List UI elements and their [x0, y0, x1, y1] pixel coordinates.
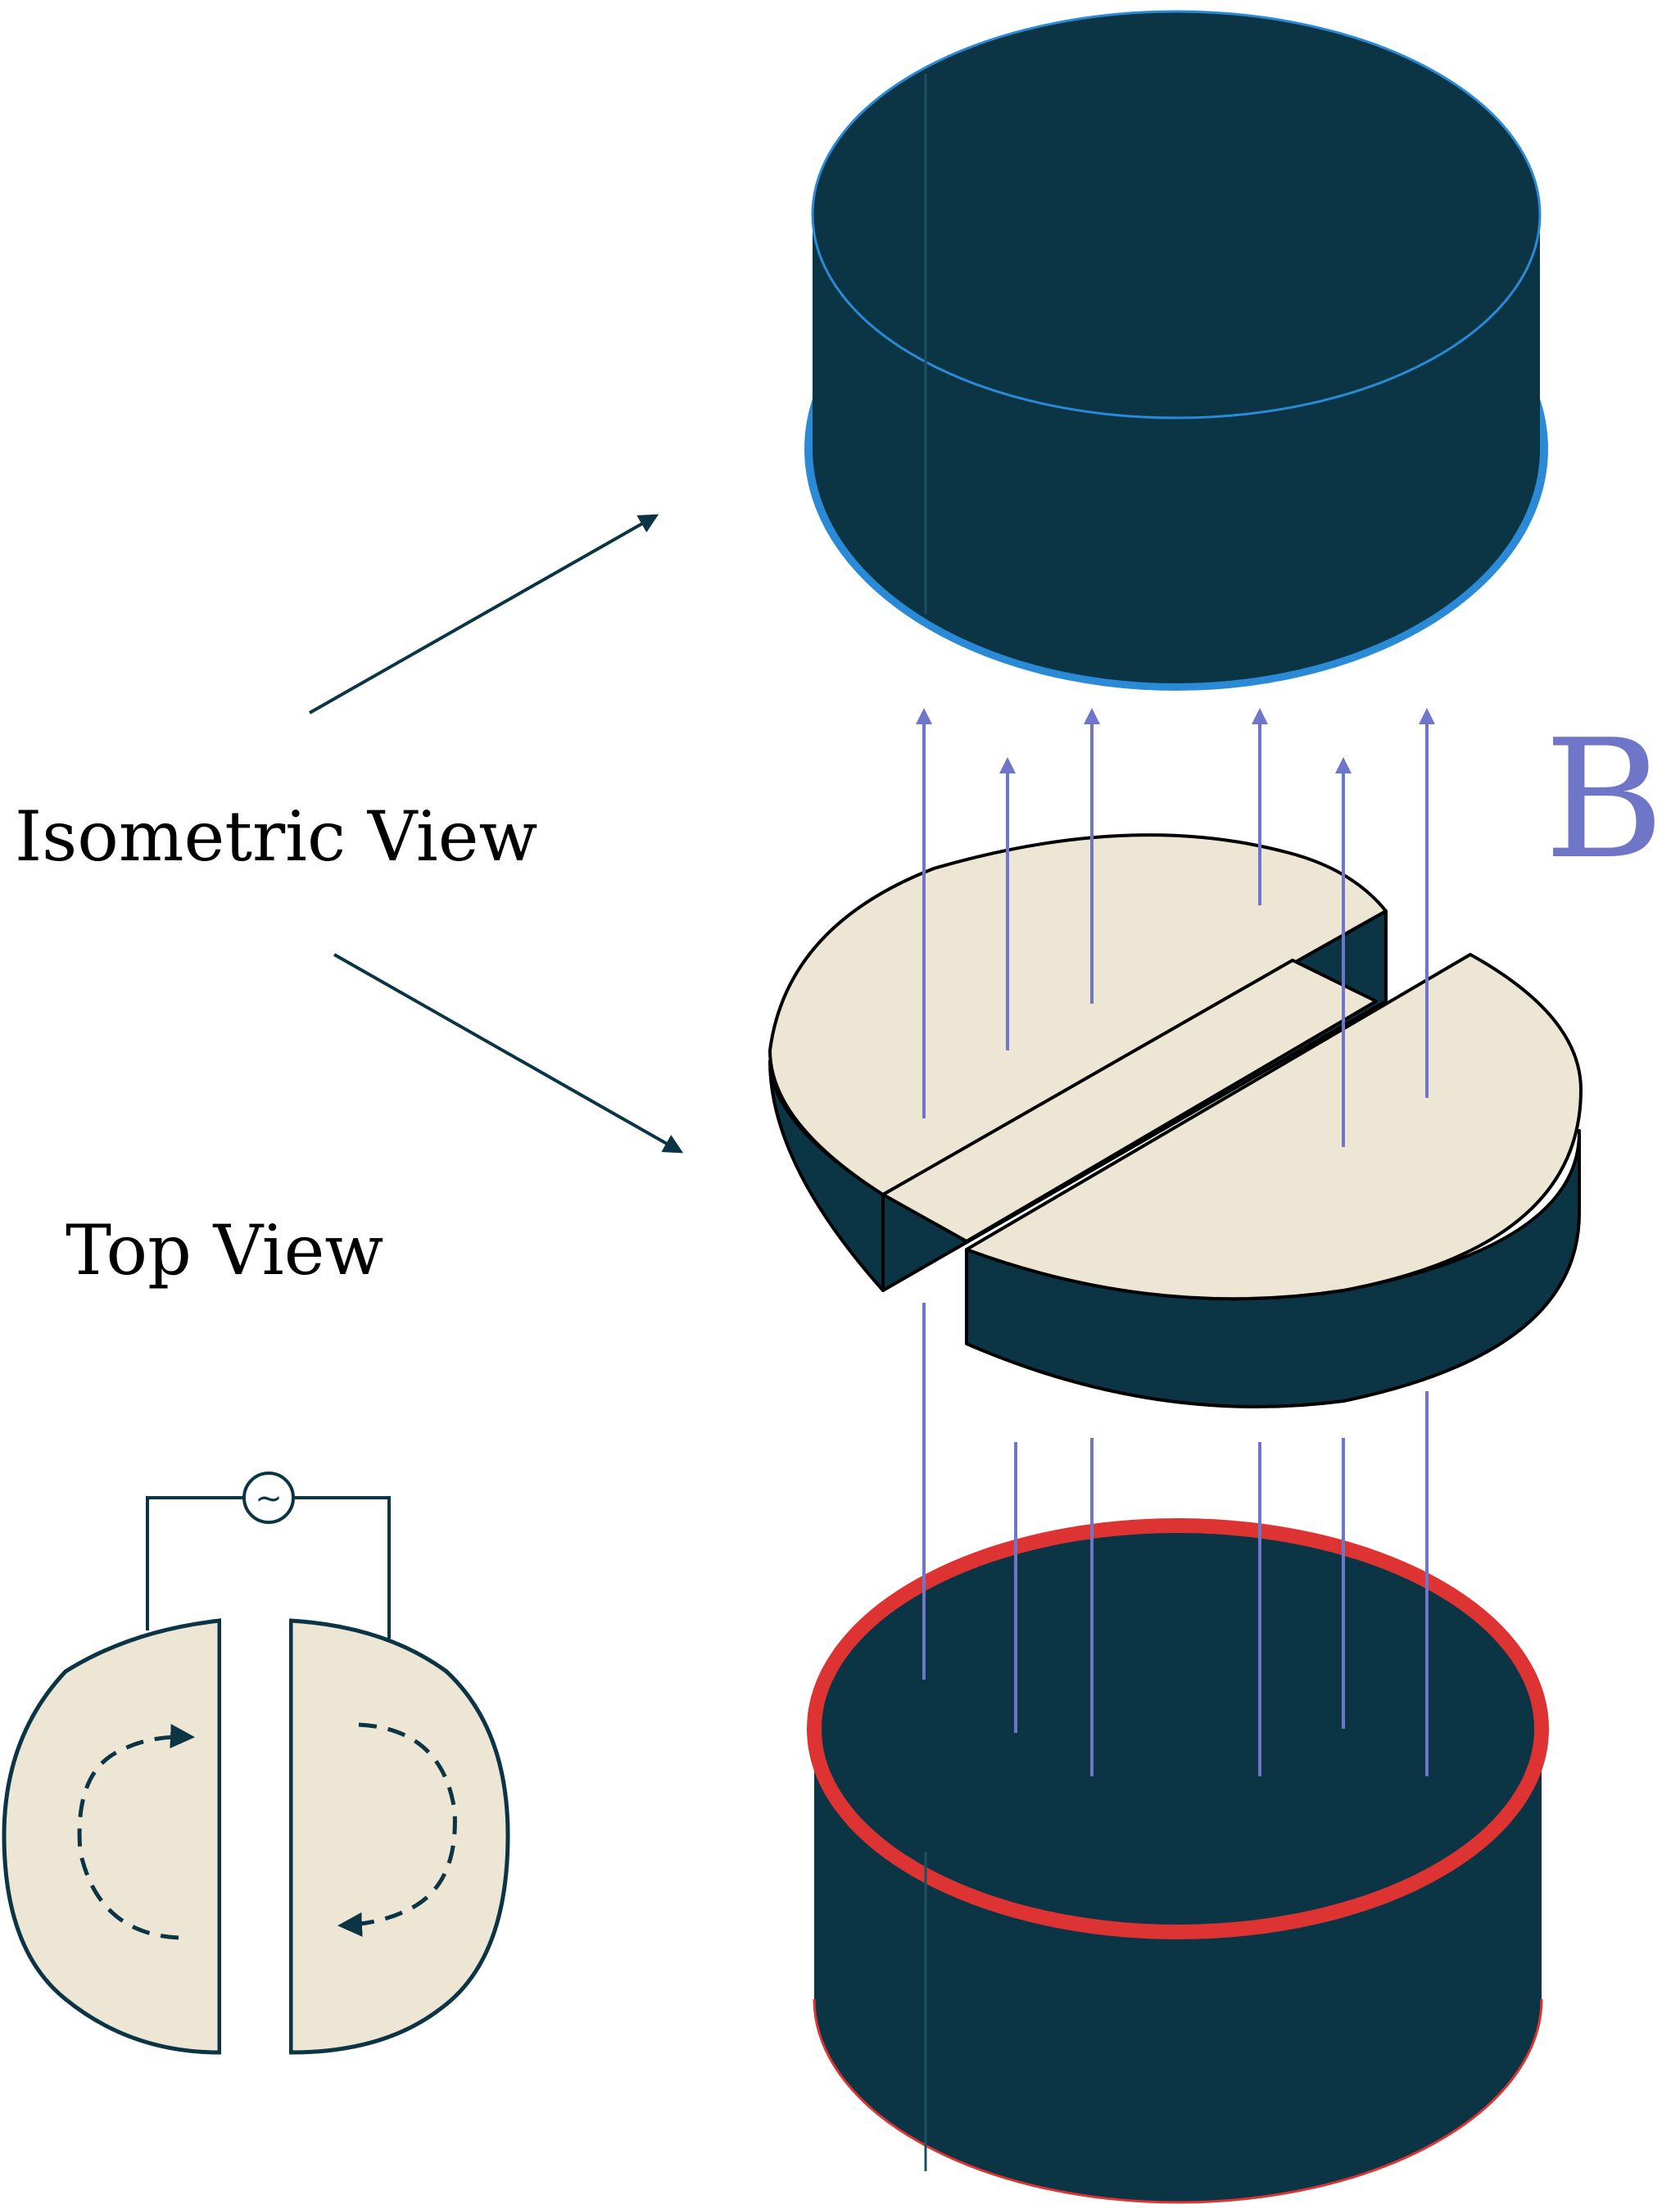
pointer-arrow-to-upper: [309, 514, 659, 714]
circuit-wire-left: [146, 1496, 244, 1630]
top-view-right-half: [288, 1618, 510, 2055]
upper-magnet-top-face: [811, 10, 1542, 419]
lower-magnet-top-rim: [807, 1518, 1549, 1939]
top-view-disc: ~: [2, 1472, 510, 2061]
isometric-view-label: Isometric View: [15, 796, 537, 877]
upper-magnet: [804, 10, 1548, 691]
eddy-current-loop-left: [77, 1723, 195, 1940]
disc-gap-floor: [881, 959, 1378, 1243]
lower-magnet-top-face: [814, 1526, 1542, 1932]
field-symbol-b: B: [1544, 705, 1664, 896]
lower-magnet: [807, 1518, 1549, 2204]
circuit-wire-right: [293, 1496, 391, 1639]
lower-magnet-bottom-edge: [813, 1998, 1543, 2204]
ac-source-symbol: ~: [255, 1480, 283, 1517]
field-lines-lower: [922, 1303, 1429, 1776]
top-view-slit: [221, 1614, 289, 2061]
pointer-arrow-to-disc: [333, 953, 684, 1154]
split-disc-isometric: [768, 833, 1583, 1408]
top-view-left-half: [2, 1618, 222, 2055]
ac-source-icon: [242, 1472, 295, 1524]
top-view-label: Top View: [66, 1210, 383, 1290]
field-lines-upper: [916, 708, 1435, 1147]
eddy-current-loop-right: [337, 1722, 457, 1937]
